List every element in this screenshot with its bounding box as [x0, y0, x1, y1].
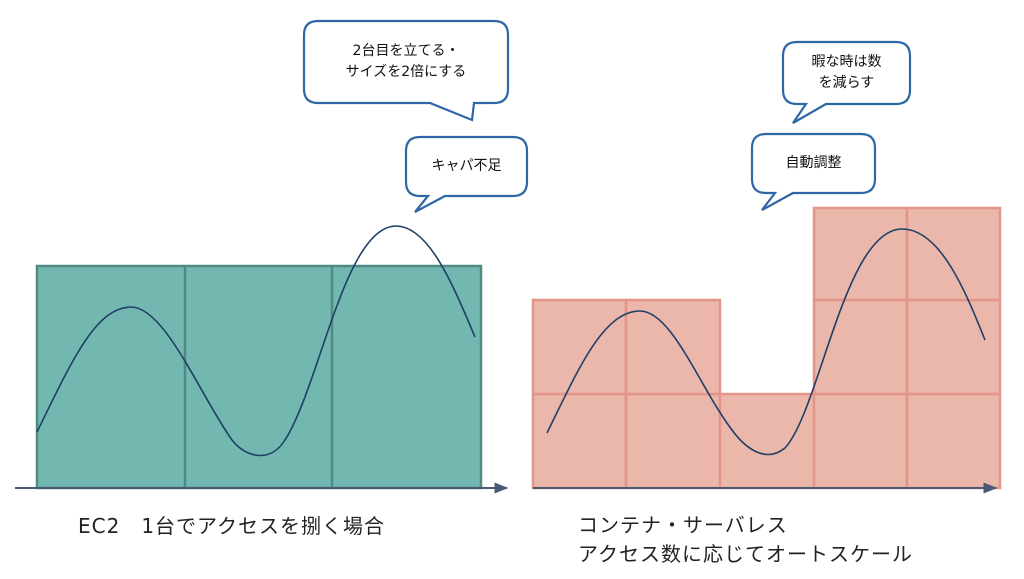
bubble-text-scale-down: 暇な時は数 を減らす: [811, 54, 882, 91]
access-curve-right: [546, 228, 986, 456]
access-curve-left: [36, 225, 476, 457]
bubble-text-auto-adjust: 自動調整: [785, 155, 842, 171]
bubble-text-scale-up: 2台目を立てる・ サイズを2倍にする: [345, 43, 467, 80]
caption-container-serverless: コンテナ・サーバレス アクセス数に応じてオートスケール: [578, 513, 913, 566]
speech-bubble-scale-up: [302, 19, 510, 122]
speech-bubble-auto-adjust: [750, 132, 877, 211]
bubble-text-capacity-shortage: キャパ不足: [431, 158, 502, 174]
caption-ec2: EC2 1台でアクセスを捌く場合: [78, 514, 386, 538]
speech-bubble-scale-down: [781, 40, 912, 124]
ec2-capacity-block: [35, 264, 483, 490]
speech-bubble-capacity-shortage: [404, 135, 529, 213]
container-instance-grid: [531, 206, 1002, 490]
